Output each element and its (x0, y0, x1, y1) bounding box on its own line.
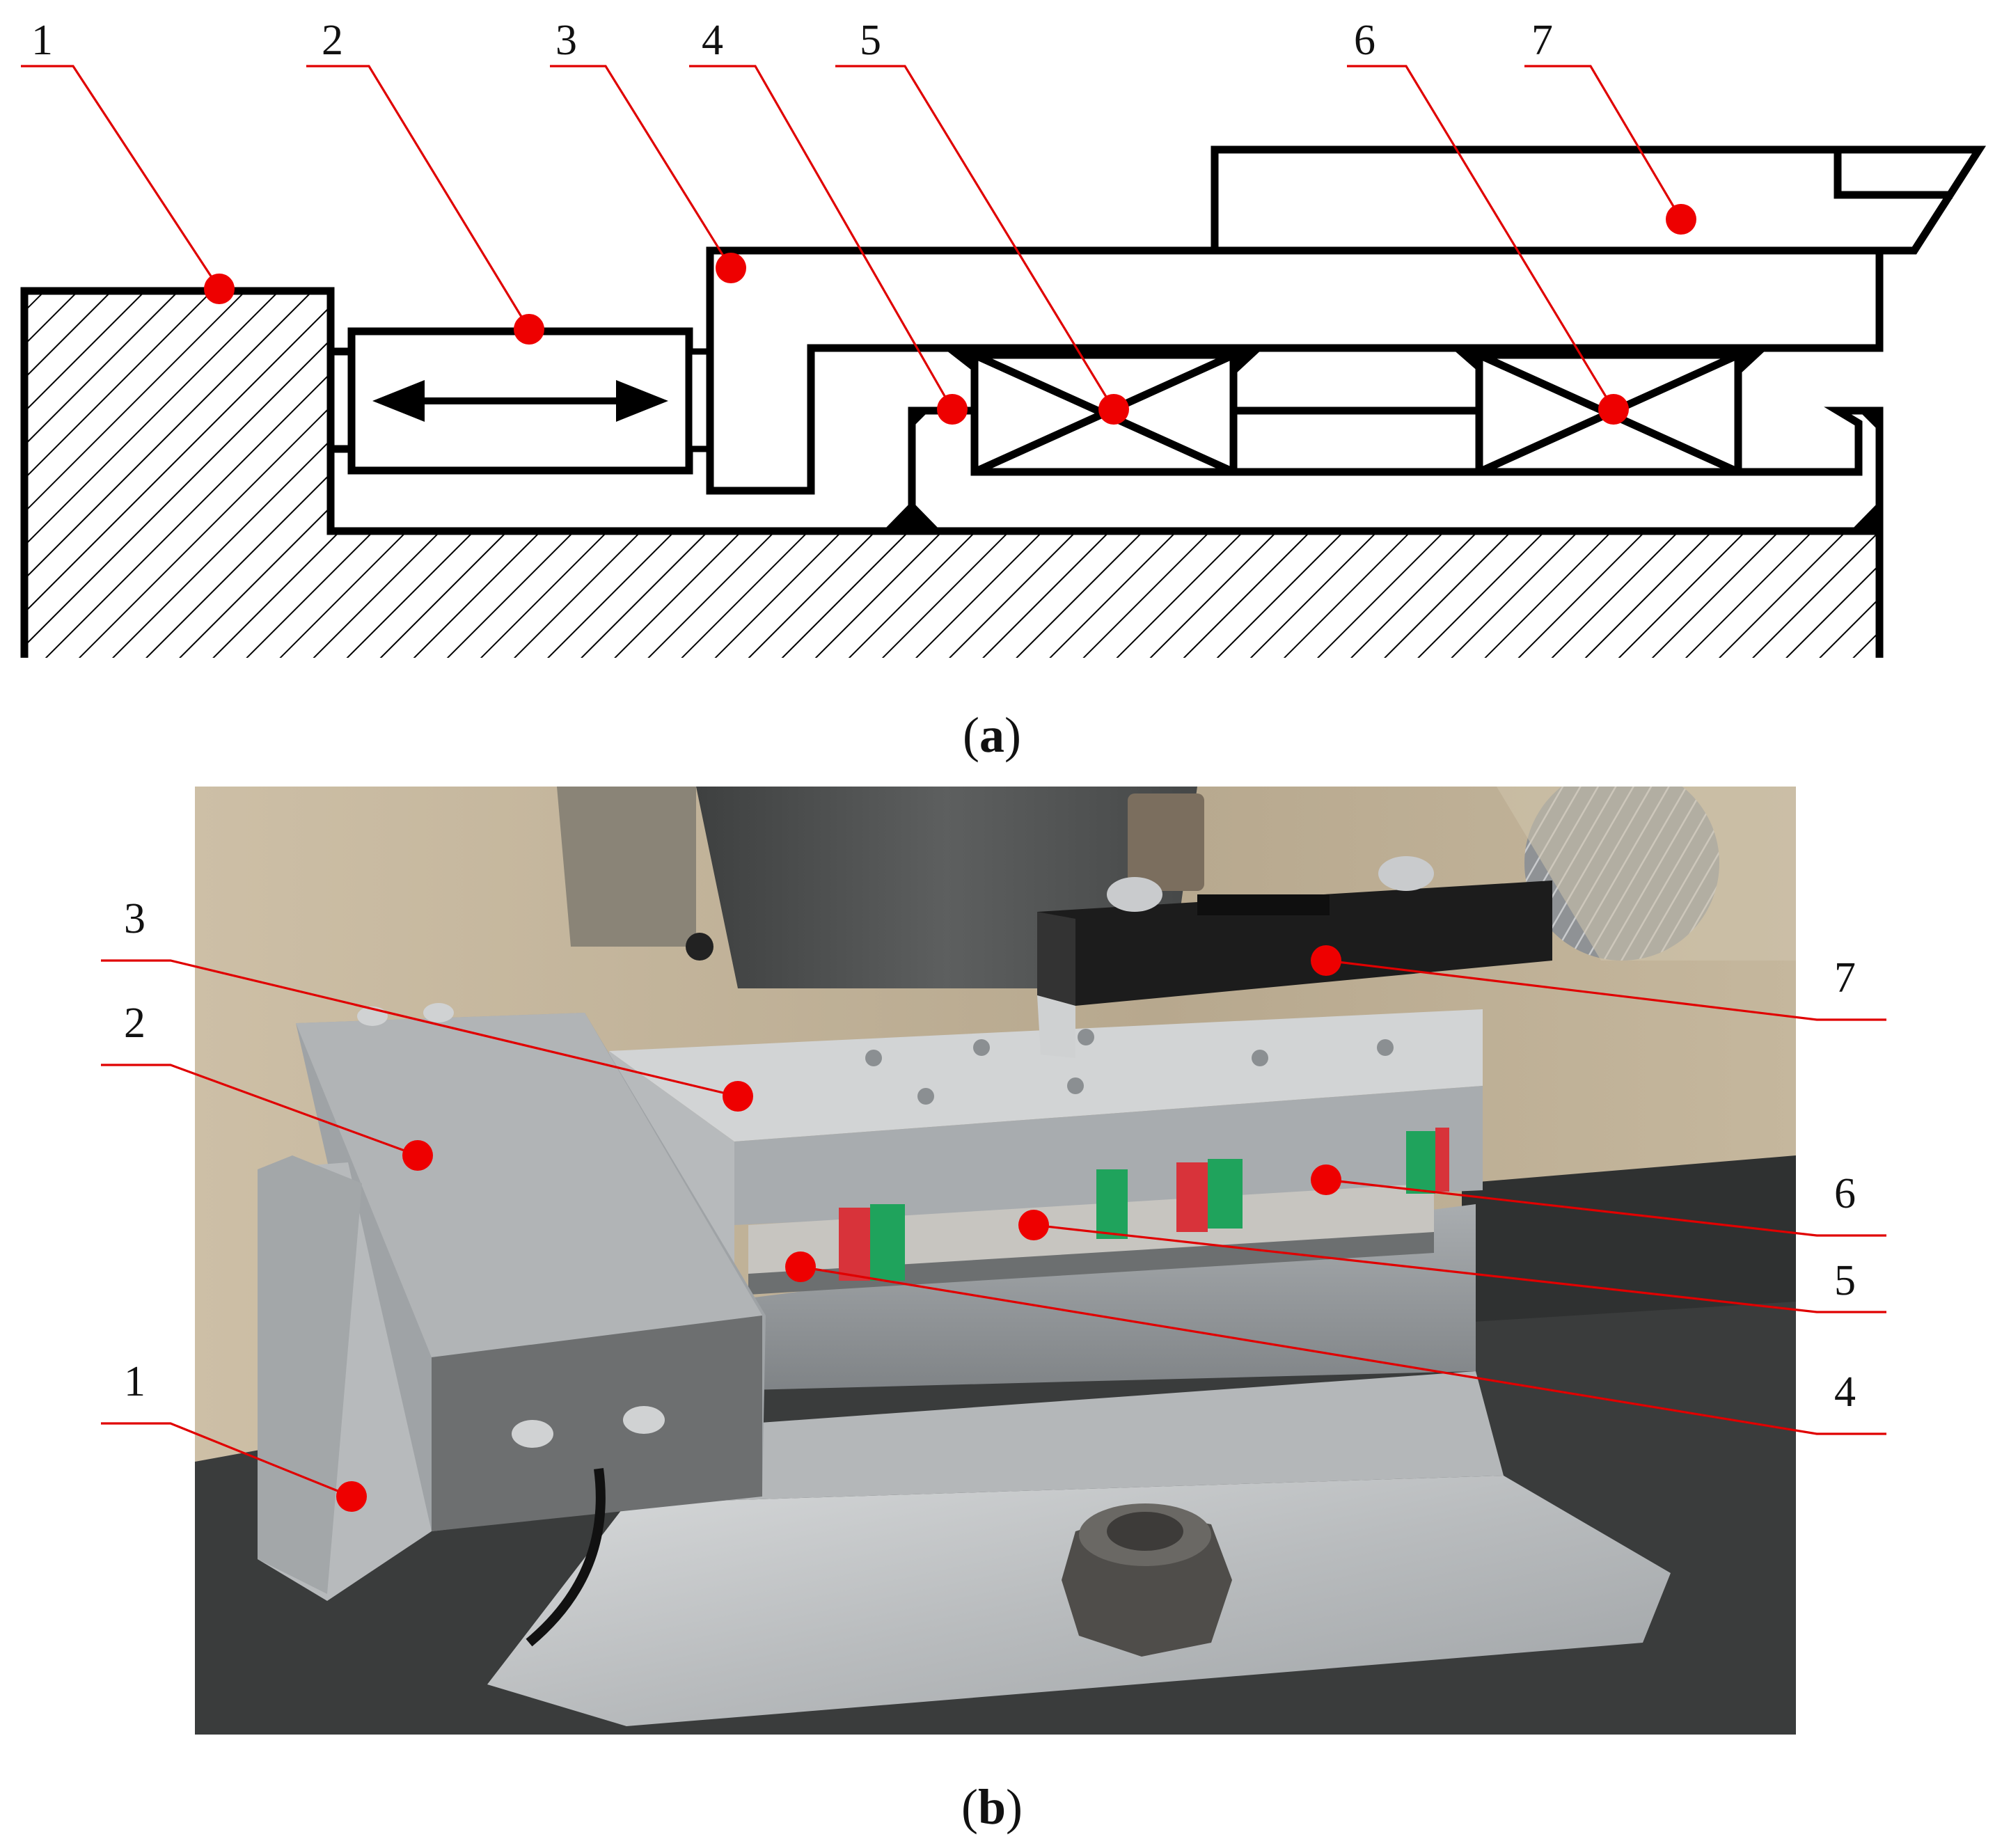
leaders-a (21, 65, 1696, 425)
label-a-4: 4 (702, 17, 723, 64)
label-b-2: 2 (124, 1000, 145, 1047)
leaders-b (101, 945, 1886, 1512)
ground-base (24, 291, 1879, 658)
label-b-1: 1 (124, 1358, 145, 1405)
caption-b: (b) (961, 1779, 1023, 1835)
label-b-4: 4 (1834, 1368, 1856, 1416)
block-1-photo (258, 1155, 432, 1601)
labels-a: 1 2 3 4 5 6 7 (31, 17, 1553, 64)
photo-b: 3 2 1 7 6 5 4 (b) (101, 787, 1886, 1835)
label-a-1: 1 (31, 17, 53, 64)
schematic-a: 1 2 3 4 5 6 7 (a) (20, 17, 1987, 763)
tool-holder-7 (1211, 145, 1987, 255)
actuator-2 (331, 327, 713, 475)
ground-outline (20, 287, 1884, 658)
tool-insert-7 (1834, 150, 1953, 199)
labels-b: 3 2 1 7 6 5 4 (124, 895, 1856, 1416)
label-a-7: 7 (1531, 17, 1553, 64)
label-a-2: 2 (322, 17, 343, 64)
label-b-6: 6 (1834, 1170, 1856, 1217)
tool-holder-7-photo (1037, 856, 1552, 1058)
label-b-5: 5 (1834, 1257, 1856, 1304)
rail-blocks-photo (748, 1128, 1449, 1295)
label-b-3: 3 (124, 895, 145, 942)
label-a-6: 6 (1354, 17, 1375, 64)
label-a-3: 3 (555, 17, 577, 64)
caption-a: (a) (963, 707, 1021, 763)
label-a-5: 5 (860, 17, 881, 64)
hex-nut (1062, 1503, 1232, 1657)
label-b-7: 7 (1834, 954, 1856, 1002)
